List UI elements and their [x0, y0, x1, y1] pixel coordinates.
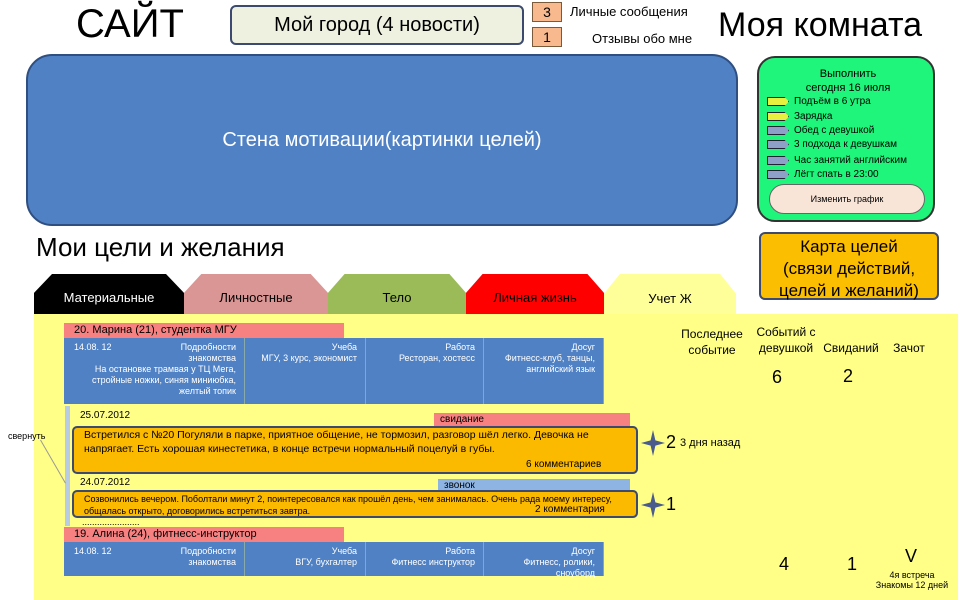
tab-body[interactable]: Тело: [328, 274, 466, 316]
person-header[interactable]: 19. Алина (24), фитнесс-инструктор: [64, 527, 344, 542]
card-title: Досуг: [571, 342, 595, 352]
card-leisure: Досуг Фитнесс, ролики, сноуборд: [484, 542, 604, 578]
tab-personal-life[interactable]: Личная жизнь: [466, 274, 604, 316]
pass-mark: V: [905, 546, 918, 566]
schedule-task[interactable]: 3 подхода к девушкам: [767, 139, 897, 150]
person-date: 14.08. 12: [74, 342, 112, 352]
arrow-icon: [767, 170, 789, 179]
goals-title: Мои цели и желания: [36, 232, 285, 262]
person-header[interactable]: 20. Марина (21), студентка МГУ: [64, 323, 344, 338]
card-title: Подробности знакомства: [180, 342, 236, 363]
schedule-task[interactable]: Лёгт спать в 23:00: [767, 169, 879, 180]
card-title: Работа: [445, 342, 475, 352]
dates-count: 2: [843, 366, 854, 386]
events-count: 6: [772, 367, 783, 387]
edit-schedule-button[interactable]: Изменить график: [769, 184, 925, 214]
schedule-title-line2: сегодня 16 июля: [805, 82, 891, 94]
goal-map-line2: (связи действий,: [782, 259, 916, 278]
card-text: На остановке трамвая у ТЦ Мега, стройные…: [92, 364, 236, 396]
card-text: МГУ, 3 курс, экономист: [261, 353, 357, 363]
task-label: 3 подхода к девушкам: [794, 139, 898, 150]
task-label: Лёгт спать в 23:00: [794, 169, 879, 180]
card-details: 14.08. 12 Подробности знакомства На оста…: [64, 338, 245, 404]
header-events-with-girl: Событий с девушкой: [756, 325, 816, 355]
card-text: Ресторан, хостесс: [398, 353, 475, 363]
event-card[interactable]: Созвонились вечером. Поболтали минут 2, …: [72, 490, 638, 518]
schedule-task[interactable]: Зарядка: [767, 111, 832, 122]
my-city-button[interactable]: Мой город (4 новости): [230, 5, 524, 45]
event-comments-link[interactable]: 2 комментария: [535, 504, 605, 515]
pass-note-days: Знакомы 12 дней: [875, 580, 949, 590]
header-dates: Свиданий: [823, 341, 879, 355]
schedule-title: Выполнить сегодня 16 июля: [759, 67, 937, 95]
dates-count: 1: [847, 554, 858, 574]
person-info-cards: 14.08. 12 Подробности знакомства На оста…: [64, 338, 604, 404]
card-text: Фитнесс инструктор: [391, 557, 475, 567]
arrow-icon: [767, 156, 789, 165]
arrow-icon: [767, 112, 789, 121]
task-label: Обед с девушкой: [794, 125, 875, 136]
card-leisure: Досуг Фитнесс-клуб, танцы, английский яз…: [484, 338, 604, 404]
event-tag-date: свидание: [434, 413, 630, 426]
tab-girls-log[interactable]: Учет Ж: [604, 274, 736, 318]
event-tag-call: звонок: [438, 479, 630, 492]
schedule-title-line1: Выполнить: [819, 68, 877, 80]
event-text: Встретился с №20 Погуляли в парке, прият…: [84, 429, 589, 455]
person-date: 14.08. 12: [74, 546, 112, 556]
header-pass: Зачот: [893, 341, 925, 355]
more-events-link[interactable]: .......................: [82, 517, 140, 527]
goal-map-line3: целей и желаний): [779, 281, 919, 300]
card-title: Подробности знакомства: [180, 546, 236, 567]
goal-map-line1: Карта целей: [800, 237, 898, 256]
card-title: Досуг: [571, 546, 595, 556]
task-label: Подъём в 6 утра: [794, 96, 871, 107]
card-details: 14.08. 12 Подробности знакомства: [64, 542, 245, 576]
card-title: Работа: [445, 546, 475, 556]
pass-note-meeting: 4я встреча: [889, 570, 935, 580]
card-text: ВГУ, бухгалтер: [295, 557, 357, 567]
last-event-ago: 3 дня назад: [680, 437, 741, 449]
card-study: Учеба МГУ, 3 курс, экономист: [245, 338, 366, 404]
arrow-icon: [767, 140, 789, 149]
schedule-task[interactable]: Обед с девушкой: [767, 125, 874, 136]
arrow-icon: [767, 126, 789, 135]
card-work: Работа Ресторан, хостесс: [366, 338, 484, 404]
tab-material[interactable]: Материальные: [34, 274, 184, 316]
card-text: Фитнесс-клуб, танцы, английский язык: [504, 353, 595, 374]
event-rating: 1: [666, 494, 677, 514]
messages-link[interactable]: Личные сообщения: [570, 4, 688, 19]
reviews-link[interactable]: Отзывы обо мне: [592, 31, 693, 46]
goal-map-button[interactable]: Карта целей (связи действий, целей и жел…: [759, 232, 939, 300]
schedule-task[interactable]: Час занятий английским: [767, 155, 907, 166]
person-info-cards: 14.08. 12 Подробности знакомства Учеба В…: [64, 542, 604, 578]
task-label: Зарядка: [794, 111, 833, 122]
event-date: 25.07.2012: [80, 410, 131, 421]
card-work: Работа Фитнесс инструктор: [366, 542, 484, 576]
collapse-link[interactable]: свернуть: [8, 431, 46, 441]
header-last-event: Последнее событие: [681, 327, 743, 357]
task-label: Час занятий английским: [794, 155, 907, 166]
collapse-bar[interactable]: [65, 406, 70, 526]
event-comments-link[interactable]: 6 комментариев: [526, 459, 602, 470]
arrow-icon: [767, 97, 789, 106]
room-title: Моя комната: [718, 6, 923, 44]
pass-note: 4я встреча Знакомы 12 дней: [872, 570, 952, 590]
event-card[interactable]: Встретился с №20 Погуляли в парке, прият…: [72, 426, 638, 474]
motivation-wall[interactable]: Стена мотивации(картинки целей): [26, 54, 738, 226]
daily-schedule: Выполнить сегодня 16 июля Подъём в 6 утр…: [757, 56, 935, 222]
card-study: Учеба ВГУ, бухгалтер: [245, 542, 366, 576]
site-title: САЙТ: [76, 2, 184, 46]
tab-personal[interactable]: Личностные: [184, 274, 328, 316]
events-count: 4: [779, 554, 790, 574]
event-text: Созвонились вечером. Поболтали минут 2, …: [84, 494, 612, 516]
card-title: Учеба: [331, 342, 357, 352]
reviews-count-badge[interactable]: 1: [532, 27, 562, 47]
card-text: Фитнесс, ролики, сноуборд: [523, 557, 595, 578]
schedule-task[interactable]: Подъём в 6 утра: [767, 96, 871, 107]
card-title: Учеба: [331, 546, 357, 556]
messages-count-badge[interactable]: 3: [532, 2, 562, 22]
event-rating: 2: [666, 432, 677, 452]
event-date: 24.07.2012: [80, 477, 131, 488]
